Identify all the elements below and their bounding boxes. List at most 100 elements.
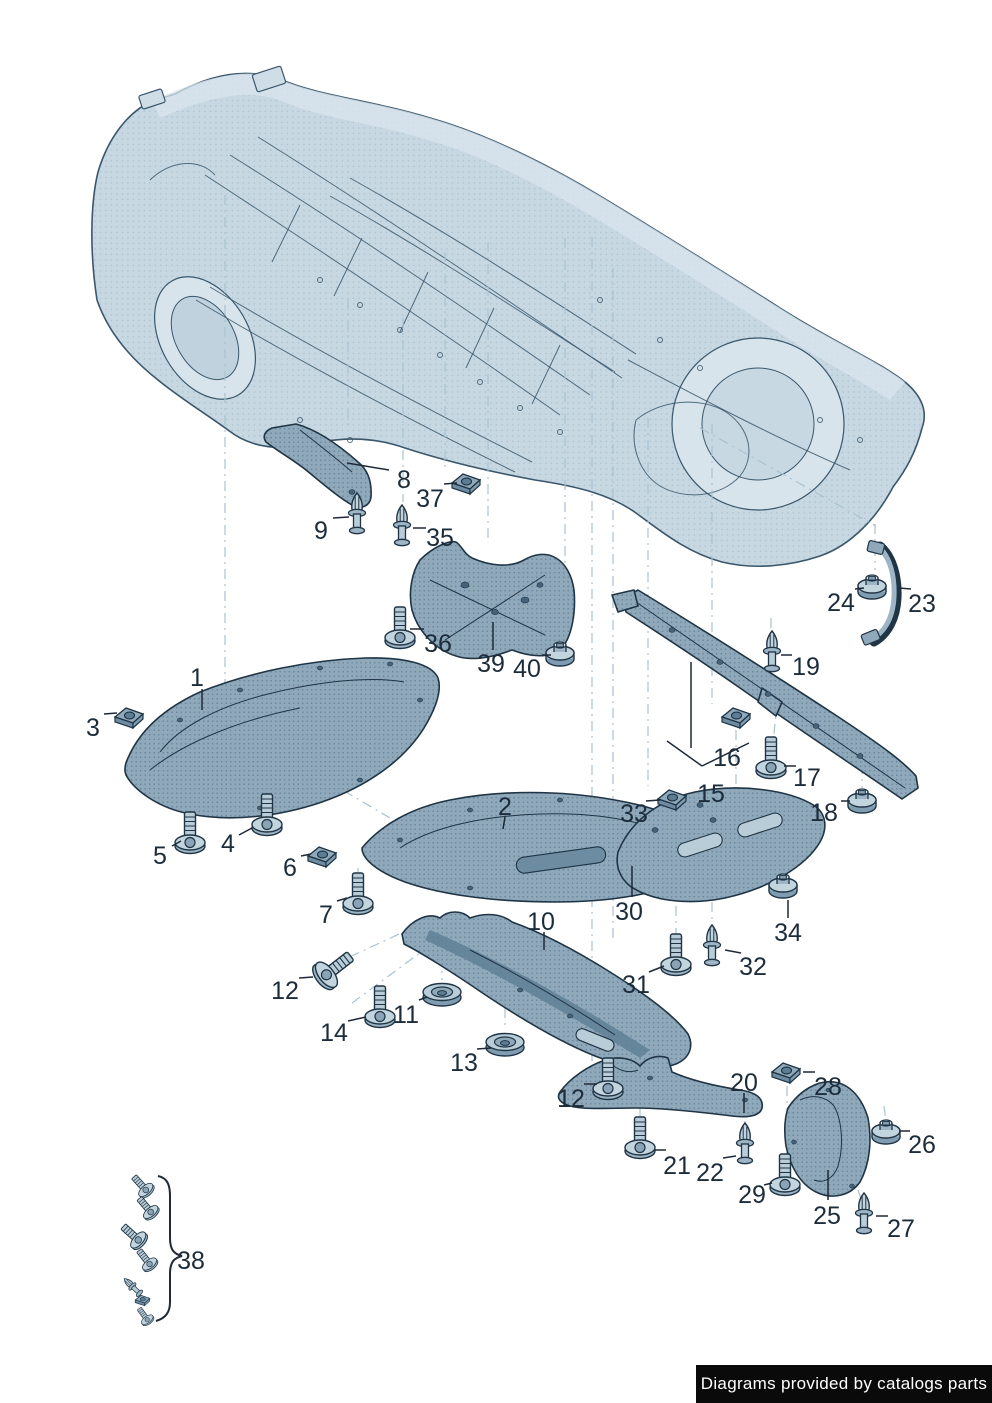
callout-label-11-29: 11 <box>393 1001 419 1029</box>
fastener-kit-38 <box>116 1170 162 1328</box>
callout-label-19-16: 19 <box>792 653 820 681</box>
callout-label-4-3: 4 <box>221 830 235 858</box>
leader-for-5 <box>171 840 182 847</box>
part-1-underbody-panel-front-left <box>124 657 440 819</box>
fastener-clip-7 <box>451 473 481 495</box>
fastener-clip-27 <box>771 1062 801 1084</box>
callout-label-38-40: 38 <box>177 1247 205 1275</box>
fastener-bolt-19 <box>307 943 361 995</box>
fastener-nut-14 <box>847 788 877 814</box>
part-23-retaining-strap <box>860 540 902 647</box>
fastener-clip-3 <box>307 846 337 868</box>
leader-for-9 <box>332 516 350 519</box>
callout-label-33-21: 33 <box>620 800 648 828</box>
callout-label-26-37: 26 <box>908 1131 936 1159</box>
fastener-bolt-4 <box>342 872 374 916</box>
leader-for-31 <box>648 965 665 973</box>
kit-item-bolt-6 <box>133 1304 156 1328</box>
callout-label-30-22: 30 <box>615 898 643 926</box>
callout-label-3-1: 3 <box>86 714 100 742</box>
callout-label-27-39: 27 <box>887 1215 915 1243</box>
callout-label-17-19: 17 <box>793 764 821 792</box>
fastener-bolt-17 <box>660 933 692 977</box>
callout-label-15-18: 15 <box>697 780 725 808</box>
callout-label-35-10: 35 <box>426 524 454 552</box>
callout-label-5-2: 5 <box>153 842 167 870</box>
fastener-nut-10 <box>857 574 887 600</box>
projection-line-15 <box>351 932 448 1004</box>
leader-for-29 <box>763 1182 773 1186</box>
leader-for-37 <box>443 482 458 485</box>
kit-item-bolt-0 <box>127 1170 157 1201</box>
callout-label-37-8: 37 <box>416 485 444 513</box>
leader-for-33 <box>645 799 661 802</box>
part-16-sill-rail <box>611 589 919 800</box>
leader-for-23 <box>898 587 912 590</box>
roof-bracket <box>251 65 287 93</box>
parts-layer <box>124 423 919 1322</box>
callout-label-12-27: 12 <box>271 977 299 1005</box>
leader-for-14 <box>347 1016 367 1022</box>
fastener-bolt-13 <box>755 736 787 780</box>
leader-for-3 <box>103 712 118 715</box>
leader-lines-layer <box>103 462 912 1217</box>
leader-for-32 <box>724 949 742 954</box>
callout-label-25-38: 25 <box>813 1202 841 1230</box>
part-39-skid-plate <box>409 540 576 660</box>
leader-for-2 <box>502 816 506 830</box>
callout-label-6-4: 6 <box>283 854 297 882</box>
callout-label-12-31: 12 <box>557 1085 585 1113</box>
roof-bracket-2 <box>138 88 166 110</box>
callout-label-32-25: 32 <box>739 953 767 981</box>
callout-label-10-26: 10 <box>527 908 555 936</box>
kit-item-rivet-4 <box>120 1274 145 1299</box>
body-structure-lines <box>149 136 863 496</box>
callout-label-34-23: 34 <box>774 919 802 947</box>
callout-label-40-13: 40 <box>513 655 541 683</box>
fastener-clip-0 <box>114 707 144 729</box>
callout-label-23-15: 23 <box>908 590 936 618</box>
callout-label-21-32: 21 <box>663 1152 691 1180</box>
callout-label-22-33: 22 <box>696 1159 724 1187</box>
fastener-bolt-1 <box>174 811 206 855</box>
leader-for-13 <box>476 1047 492 1050</box>
part-30-underbody-panel-rear <box>616 787 826 903</box>
leader-for-7 <box>336 897 348 902</box>
leader-for-11 <box>418 996 428 1001</box>
fastener-clip-12 <box>721 707 751 729</box>
fastener-rivet-6 <box>392 504 412 547</box>
projection-line-29 <box>883 1105 887 1123</box>
callout-label-28-36: 28 <box>814 1073 842 1101</box>
fastener-rivet-18 <box>702 924 722 967</box>
part-10-underbody-side-member-panel <box>401 911 692 1069</box>
callout-16-bracket-line-1 <box>666 740 703 767</box>
fastener-bolt-8 <box>384 606 416 650</box>
callout-label-36-11: 36 <box>424 630 452 658</box>
callout-label-16-17: 16 <box>713 744 741 772</box>
callout-label-39-12: 39 <box>477 650 505 678</box>
rear-wheel-housing-inner <box>701 367 815 481</box>
kit-38-brace <box>155 1175 183 1322</box>
fastener-roundnut-21 <box>422 982 462 1007</box>
callout-16-bracket-line-2 <box>701 742 750 767</box>
fastener-rivet-11 <box>762 630 782 673</box>
callout-label-9-9: 9 <box>314 517 328 545</box>
kit-item-bolt-2 <box>116 1218 151 1253</box>
fastener-bolt-24 <box>624 1116 656 1160</box>
callout-label-1-0: 1 <box>190 664 204 692</box>
front-wheel-housing-inner <box>170 295 240 381</box>
footer-credit-text: Diagrams provided by catalogs parts <box>700 1374 988 1393</box>
callout-label-2-6: 2 <box>498 793 512 821</box>
car-body-illustration <box>91 65 926 568</box>
callout-label-24-14: 24 <box>827 589 855 617</box>
callout-label-20-34: 20 <box>730 1069 758 1097</box>
projection-line-16 <box>329 915 439 967</box>
fastener-bolt-20 <box>364 985 396 1029</box>
callout-label-8-7: 8 <box>397 466 411 494</box>
leader-for-8 <box>346 462 390 471</box>
projection-line-30 <box>857 1189 863 1203</box>
leader-for-22 <box>722 1155 737 1159</box>
